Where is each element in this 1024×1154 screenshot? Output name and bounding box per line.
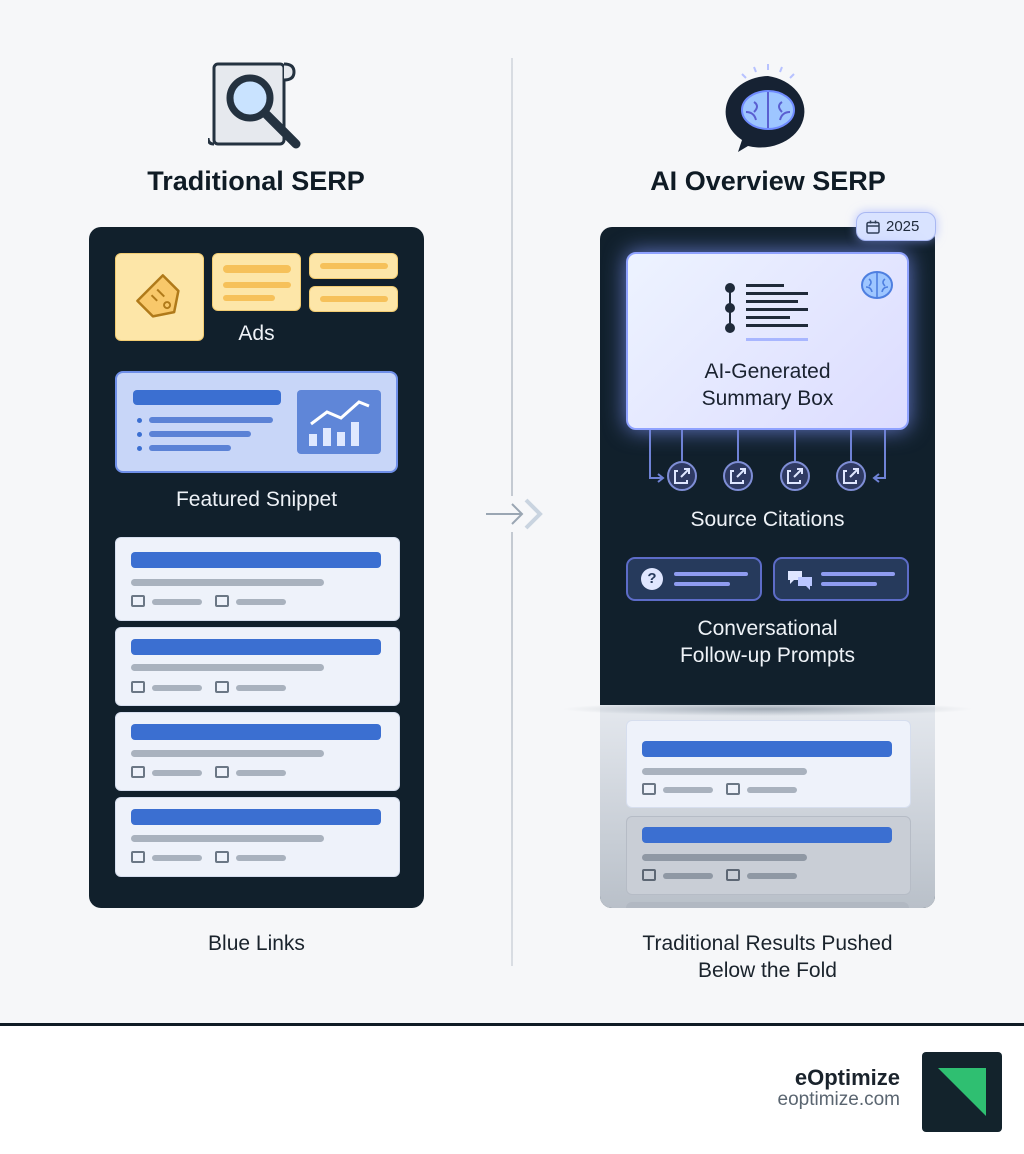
ad-tile-small-1 bbox=[309, 253, 398, 279]
question-icon: ? bbox=[641, 568, 663, 590]
year-badge: 2025 bbox=[856, 212, 936, 241]
comment-icon bbox=[215, 851, 229, 863]
brand-name: eOptimize bbox=[794, 1065, 900, 1090]
external-link-icon bbox=[787, 468, 803, 484]
brand-url: eoptimize.com bbox=[777, 1089, 901, 1110]
ad-tile-primary bbox=[115, 253, 204, 341]
image-icon bbox=[642, 869, 656, 881]
ai-summary-box: AI-Generated Summary Box bbox=[626, 252, 909, 430]
summary-label-line1: AI-Generated bbox=[704, 360, 831, 383]
external-link-icon bbox=[674, 468, 690, 484]
document-search-icon bbox=[206, 58, 308, 154]
image-icon bbox=[131, 595, 145, 607]
chat-bubbles-icon bbox=[788, 571, 812, 590]
follow-up-prompt-question[interactable]: ? bbox=[626, 557, 762, 601]
summary-list-icon bbox=[725, 283, 808, 341]
source-citations-label: Source Citations bbox=[690, 508, 845, 531]
footer: eOptimize eoptimize.com bbox=[0, 1026, 1024, 1154]
brain-icon bbox=[861, 271, 893, 299]
comment-icon bbox=[726, 783, 740, 795]
left-title: Traditional SERP bbox=[147, 166, 365, 196]
featured-snippet-box bbox=[115, 371, 398, 473]
follow-up-prompt-chat[interactable] bbox=[773, 557, 909, 601]
citation-link-2[interactable] bbox=[723, 461, 753, 491]
comment-icon bbox=[215, 595, 229, 607]
right-caption-line2: Below the Fold bbox=[698, 959, 837, 982]
pushed-result-1 bbox=[626, 720, 911, 808]
image-icon bbox=[642, 783, 656, 795]
image-icon bbox=[131, 766, 145, 778]
brain-chat-icon bbox=[716, 62, 820, 152]
comment-icon bbox=[726, 869, 740, 881]
image-icon bbox=[131, 681, 145, 693]
fold-shadow bbox=[560, 702, 975, 716]
comment-icon bbox=[215, 766, 229, 778]
citation-link-1[interactable] bbox=[667, 461, 697, 491]
year-badge-text: 2025 bbox=[886, 218, 920, 235]
citation-connectors bbox=[649, 430, 886, 483]
summary-label-line2: Summary Box bbox=[701, 387, 834, 410]
arrow-right-icon bbox=[482, 496, 544, 532]
ad-tile-small-2 bbox=[309, 286, 398, 312]
chart-icon bbox=[297, 390, 381, 454]
citation-link-3[interactable] bbox=[780, 461, 810, 491]
calendar-icon bbox=[866, 220, 880, 234]
right-title: AI Overview SERP bbox=[650, 166, 886, 196]
price-tag-icon bbox=[136, 274, 180, 318]
footer-rule bbox=[0, 1023, 1024, 1026]
image-icon bbox=[131, 851, 145, 863]
prompts-label-line1: Conversational bbox=[697, 617, 838, 640]
eoptimize-logo bbox=[922, 1052, 1002, 1132]
ad-tile-secondary bbox=[212, 253, 301, 311]
ads-label: Ads bbox=[238, 322, 275, 345]
featured-snippet-label: Featured Snippet bbox=[175, 488, 338, 511]
comment-icon bbox=[215, 681, 229, 693]
pushed-result-3 bbox=[626, 902, 909, 908]
external-link-icon bbox=[730, 468, 746, 484]
left-caption: Blue Links bbox=[208, 932, 305, 955]
right-caption-line1: Traditional Results Pushed bbox=[642, 932, 893, 955]
prompts-label-line2: Follow-up Prompts bbox=[679, 644, 856, 667]
citation-link-4[interactable] bbox=[836, 461, 866, 491]
external-link-icon bbox=[843, 468, 859, 484]
